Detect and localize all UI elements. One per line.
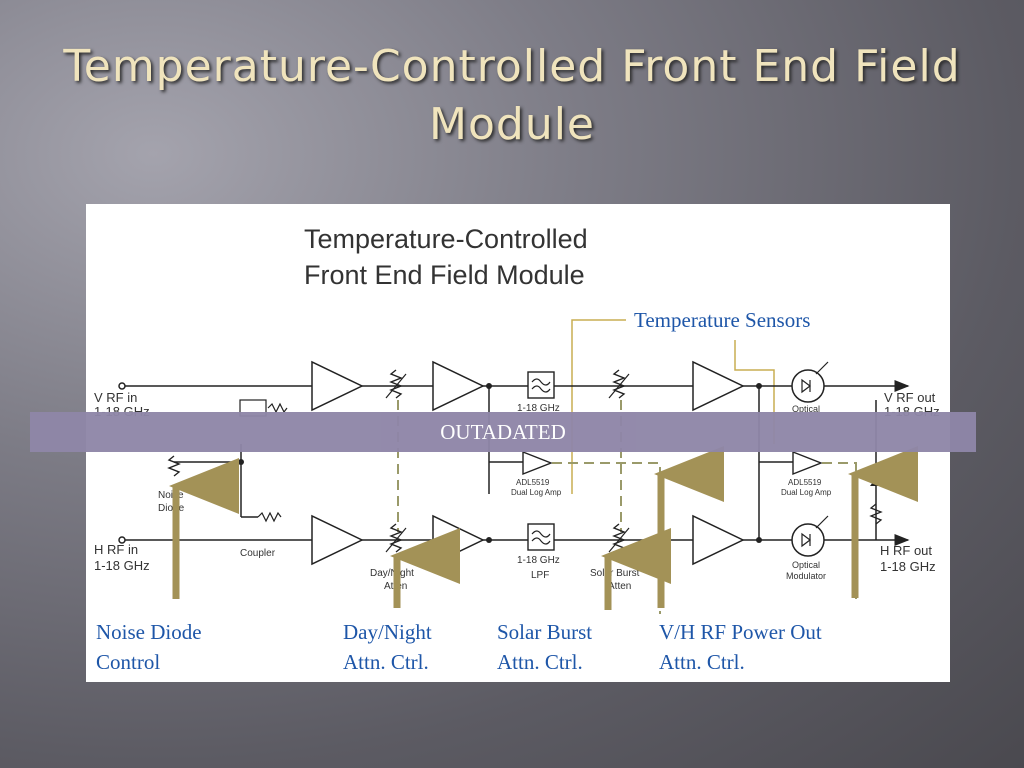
log-amp-right: [792, 450, 823, 476]
v-solar-burst-atten: [612, 369, 626, 399]
v-lpf: [527, 371, 555, 399]
outdated-banner: OUTADATED: [30, 412, 976, 452]
log-amp-left-label-2: Dual Log Amp: [511, 488, 562, 497]
caption-solar-burst: Solar Burst Attn. Ctrl.: [497, 620, 593, 674]
figure-heading-line2: Front End Field Module: [304, 260, 585, 290]
noise-diode-label-2: Diode: [158, 503, 185, 514]
v-atten-arrow-2: [608, 373, 630, 399]
caption-day-night: Day/Night Attn. Ctrl.: [343, 620, 432, 674]
noise-diode-label-1: Noise: [158, 490, 184, 501]
optical-mod-top: [791, 369, 825, 403]
out-diode: [870, 478, 882, 486]
solar-burst-atten-label-1: Solar Burst: [590, 568, 640, 579]
temperature-sensors-label: Temperature Sensors: [634, 308, 810, 332]
v-lpf-wave: [531, 378, 551, 393]
h-lpf: [527, 523, 555, 551]
log-amp-dashed-right: [822, 462, 857, 604]
v-rf-in-label: V RF in: [94, 390, 137, 405]
optical-top-diode: [801, 378, 811, 394]
optical-mod-label-2: Modulator: [786, 571, 826, 581]
optical-bottom-arrow: [815, 515, 829, 529]
h-amp-3: [692, 514, 745, 566]
out-resistor: [869, 503, 883, 525]
optical-mod-bottom: [791, 523, 825, 557]
caption-noise-diode: Noise Diode Control: [96, 620, 202, 674]
v-amp-2: [432, 360, 485, 412]
solar-burst-atten-label-2: Atten: [608, 581, 631, 592]
coupler-label: Coupler: [240, 548, 276, 559]
h-rf-in-label: H RF in: [94, 542, 138, 557]
day-night-atten-label-1: Day/Night: [370, 568, 414, 579]
noise-diode-resistor: [167, 455, 181, 477]
optical-bottom-diode: [801, 532, 811, 548]
diagram-canvas: Temperature-Controlled Front End Field M…: [94, 224, 940, 614]
sensor-leader-right: [734, 340, 775, 444]
v-atten-arrow-1: [385, 373, 407, 399]
log-amp-right-label-1: ADL5519: [788, 478, 822, 487]
h-rf-out-freq: 1-18 GHz: [880, 559, 936, 574]
v-coupler-resistor: [267, 402, 288, 414]
h-day-night-atten: [389, 523, 403, 553]
log-amp-right-label-2: Dual Log Amp: [781, 488, 832, 497]
h-lpf-freq: 1-18 GHz: [517, 555, 560, 566]
h-rf-out-label: H RF out: [880, 543, 932, 558]
v-lpf-freq: 1-18 GHz: [517, 403, 560, 414]
h-solar-burst-atten: [612, 523, 626, 553]
v-amp-1: [311, 360, 364, 412]
optical-top-arrow: [815, 361, 829, 375]
h-amp-2: [432, 514, 485, 566]
h-amp-1: [311, 514, 364, 566]
v-rf-out-label: V RF out: [884, 390, 936, 405]
slide-title: Temperature-Controlled Front End Field M…: [63, 41, 961, 150]
h-node-2: [756, 537, 762, 543]
log-amp-left: [522, 450, 553, 476]
v-amp-3: [692, 360, 745, 412]
log-amp-left-label-1: ADL5519: [516, 478, 550, 487]
v-rf-in-port: [118, 382, 126, 390]
caption-vh-rf-power: V/H RF Power Out Attn. Ctrl.: [659, 620, 822, 674]
h-node-1: [486, 537, 492, 543]
sensor-leader-left: [571, 319, 626, 494]
figure-heading-line1: Temperature-Controlled: [304, 224, 588, 254]
optical-mod-label-1: Optical: [792, 560, 820, 570]
h-rf-in-port: [118, 536, 126, 544]
h-rf-in-freq: 1-18 GHz: [94, 558, 150, 573]
h-coupler-resistor: [257, 511, 282, 523]
v-day-night-atten: [389, 369, 403, 399]
optical-top-label: Optical: [792, 404, 820, 414]
h-lpf-label: LPF: [531, 570, 549, 581]
h-lpf-wave: [531, 530, 551, 545]
